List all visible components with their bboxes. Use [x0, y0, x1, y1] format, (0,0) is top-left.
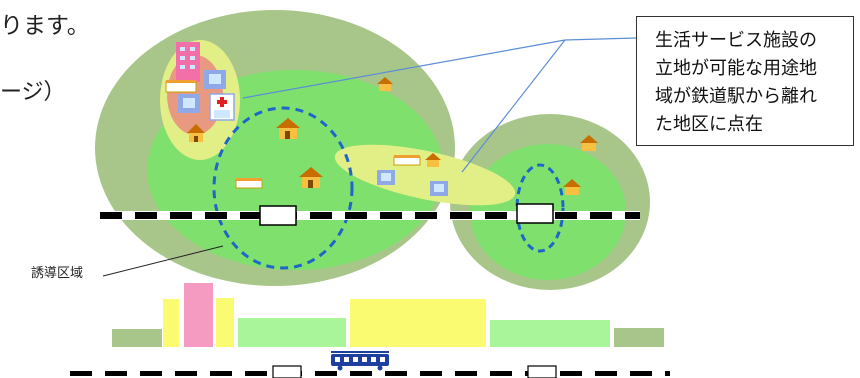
- railway-line: [100, 211, 640, 220]
- apartment-icon: [204, 70, 226, 89]
- shop-icon: [394, 155, 420, 165]
- shop-icon: [236, 178, 262, 188]
- station-icon: [260, 206, 296, 225]
- apartment-icon: [377, 170, 395, 185]
- train-icon: [331, 352, 389, 371]
- callout-line: 域が鉄道駅から離れ: [655, 83, 843, 111]
- station-icon: [517, 204, 553, 223]
- callout-line: 立地が可能な用途地: [655, 55, 843, 83]
- station-icon: [528, 366, 556, 378]
- apartment-icon: [178, 94, 200, 113]
- shop-icon: [166, 80, 196, 92]
- callout-line: た地区に点在: [655, 111, 843, 139]
- cross-section-bars: [112, 283, 664, 347]
- apartment-icon: [176, 42, 200, 82]
- induction-zone-label: 誘導区域: [31, 262, 83, 281]
- station-icon: [273, 366, 301, 378]
- apartment-icon: [430, 181, 448, 196]
- hospital-icon: [210, 94, 234, 120]
- callout-box: 生活サービス施設の 立地が可能な用途地 域が鉄道駅から離れ た地区に点在: [636, 16, 854, 146]
- callout-line: 生活サービス施設の: [655, 27, 843, 55]
